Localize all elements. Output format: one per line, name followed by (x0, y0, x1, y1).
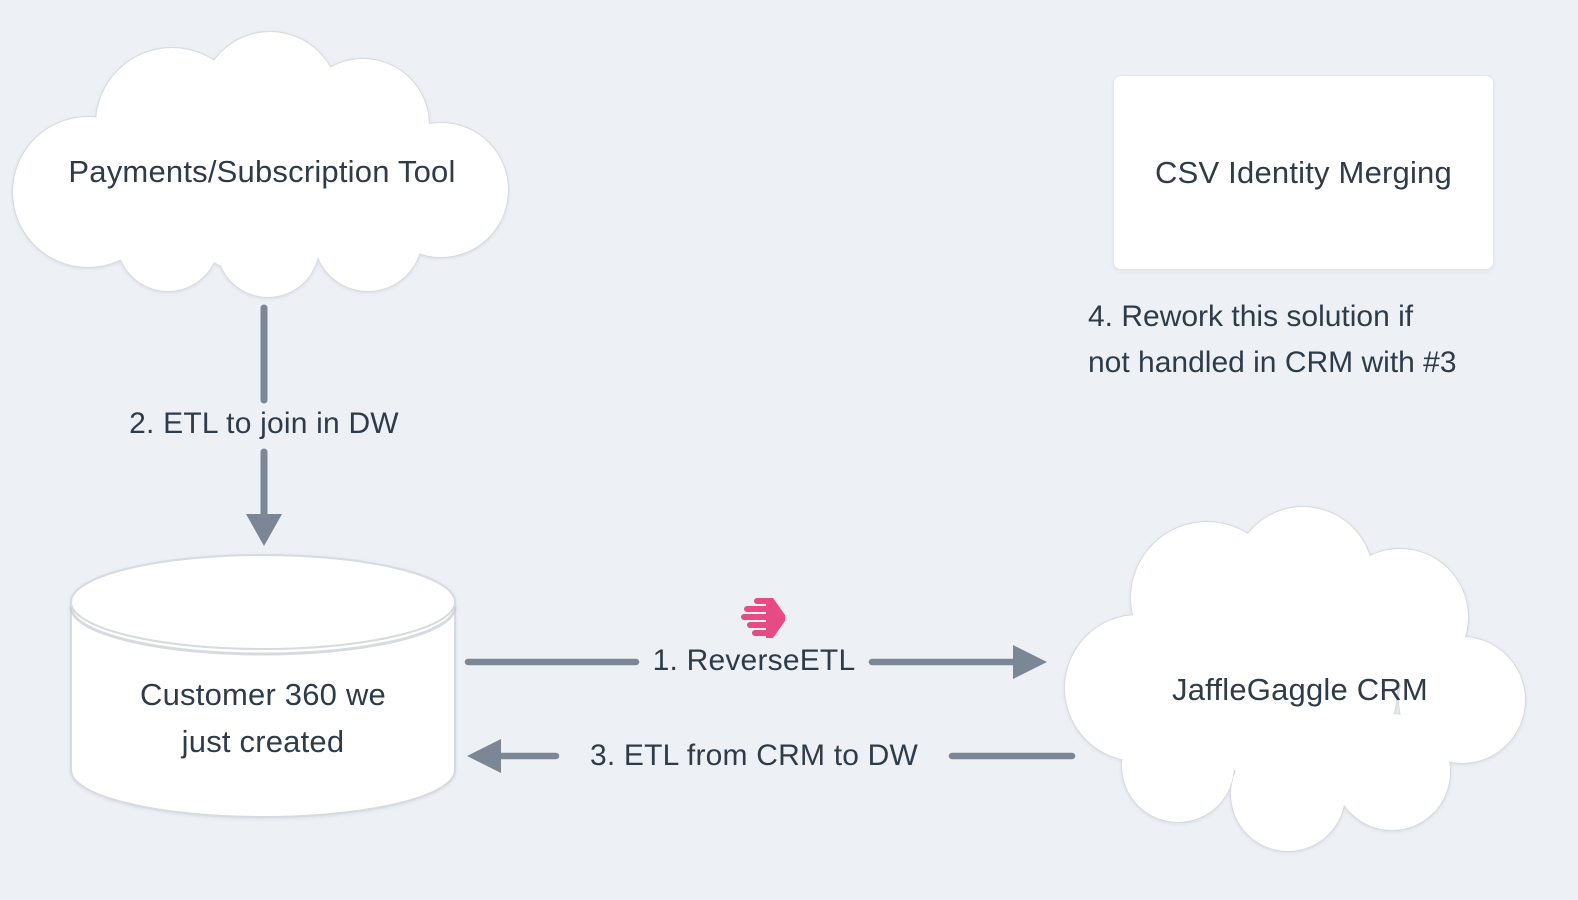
rework-note: 4. Rework this solution if not handled i… (1088, 294, 1457, 386)
crm-cloud-label: JaffleGaggle CRM (1172, 672, 1428, 707)
reverse-etl-arrow-label: 1. ReverseETL (652, 644, 856, 677)
reverse-etl-arrow (464, 645, 1047, 679)
etl-to-dw-arrow-label: 2. ETL to join in DW (129, 407, 399, 440)
rework-note-line2: not handled in CRM with #3 (1088, 346, 1457, 379)
hightouch-arrow-icon (741, 598, 785, 638)
customer360-cylinder-label: Customer 360 we just created (140, 671, 386, 765)
crm-cloud-shape (1064, 506, 1526, 852)
customer360-label-line2: just created (181, 724, 345, 759)
etl-from-crm-arrow-label: 3. ETL from CRM to DW (589, 739, 919, 772)
payments-cloud-label: Payments/Subscription Tool (68, 154, 456, 189)
etl-from-crm-arrow (467, 739, 1076, 773)
payments-cloud-shape (12, 31, 509, 298)
database-cylinder-shape (69, 554, 457, 818)
csv-identity-merging-box: CSV Identity Merging (1113, 75, 1494, 270)
csv-box-label: CSV Identity Merging (1155, 154, 1452, 190)
rework-note-line1: 4. Rework this solution if (1088, 300, 1414, 333)
etl-to-dw-arrow (246, 304, 282, 546)
customer360-label-line1: Customer 360 we (140, 677, 386, 712)
